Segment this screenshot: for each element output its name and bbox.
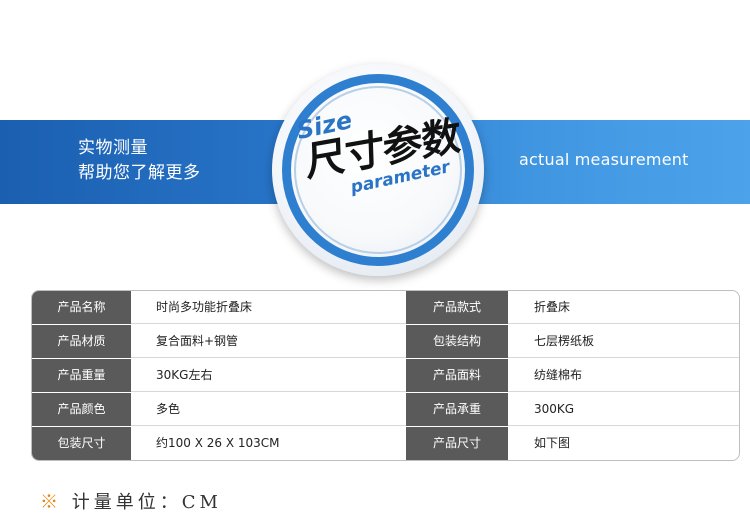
row-value-right: 纺缝棉布: [534, 368, 583, 382]
row-value-right: 如下图: [534, 436, 571, 450]
table-row: 产品材质 复合面料+钢管 包装结构 七层楞纸板: [32, 325, 739, 358]
row-value-left: 复合面料+钢管: [156, 334, 239, 348]
table-row: 产品重量 30KG左右 产品面料 纺缝棉布: [32, 359, 739, 392]
row-label-left: 产品材质: [32, 325, 131, 358]
banner-left-text: 实物测量 帮助您了解更多: [78, 136, 201, 186]
row-value-left: 多色: [156, 402, 181, 416]
note-text: 计量单位：CM: [71, 492, 222, 513]
table-row: 包装尺寸 约100 X 26 X 103CM 产品尺寸 如下图: [32, 427, 739, 460]
row-label-left: 产品颜色: [32, 393, 131, 426]
row-label-right: 产品承重: [406, 393, 508, 426]
banner-right-text: actual measurement: [519, 150, 689, 169]
row-value-left: 30KG左右: [156, 368, 213, 382]
row-label-right: 产品款式: [406, 291, 508, 324]
table-row: 产品颜色 多色 产品承重 300KG: [32, 393, 739, 426]
row-value-right: 七层楞纸板: [534, 334, 595, 348]
row-label-left: 包装尺寸: [32, 427, 131, 460]
unit-note: ※ 计量单位：CM: [40, 488, 222, 514]
row-label-left: 产品名称: [32, 291, 131, 324]
banner-left-line2: 帮助您了解更多: [78, 163, 201, 183]
row-value-right: 折叠床: [534, 300, 571, 314]
table-row: 产品名称 时尚多功能折叠床 产品款式 折叠床: [32, 291, 739, 324]
banner-left-line1: 实物测量: [78, 138, 148, 158]
row-label-right: 包装结构: [406, 325, 508, 358]
row-value-left: 时尚多功能折叠床: [156, 300, 253, 314]
row-value-right: 300KG: [534, 402, 575, 416]
spec-table: 产品名称 时尚多功能折叠床 产品款式 折叠床 产品材质 复合面料+钢管 包装结构…: [31, 290, 740, 461]
row-value-left: 约100 X 26 X 103CM: [156, 436, 280, 450]
note-mark: ※: [40, 492, 62, 513]
row-label-left: 产品重量: [32, 359, 131, 392]
row-label-right: 产品面料: [406, 359, 508, 392]
row-label-right: 产品尺寸: [406, 427, 508, 460]
badge-inner-ring: [294, 86, 462, 254]
